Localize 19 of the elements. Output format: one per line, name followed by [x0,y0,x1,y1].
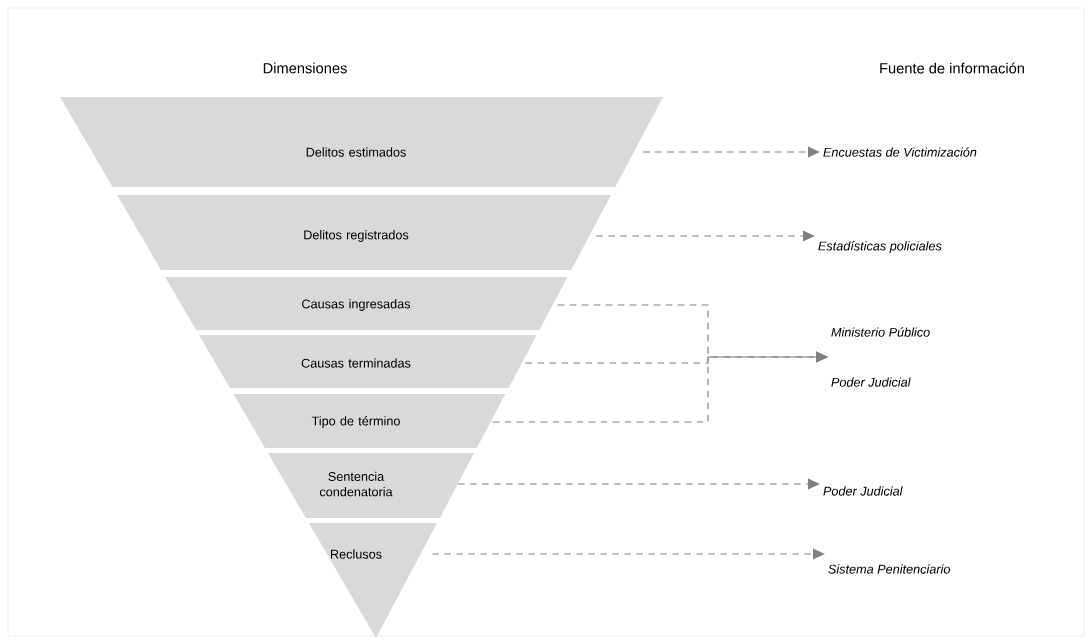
source-text: Encuestas de Victimización [823,147,977,157]
funnel-band: Sentencia condenatoria [267,453,475,518]
funnel-band: Reclusos [308,523,437,638]
dashed-arrow [642,146,820,158]
dashed-arrow [431,548,825,560]
funnel-band: Tipo de término [233,394,506,448]
source-text: Ministerio Público Poder Judicial [831,327,930,387]
dashed-arrow [457,478,820,490]
funnel-band: Causas ingresadas [165,277,568,330]
source-text: Estadísticas policiales [818,241,942,253]
funnel-band: Delitos estimados [60,97,663,187]
funnel-band: Causas terminadas [199,335,537,388]
source-text: Sistema Penitenciario [828,564,950,574]
column-heading: Dimensiones [263,62,347,74]
dashed-arrow [595,230,815,242]
column-heading: Fuente de información [880,62,1024,74]
funnel-band: Delitos registrados [117,195,611,270]
dashed-arrow [492,351,828,423]
source-text: Poder Judicial [823,486,903,496]
